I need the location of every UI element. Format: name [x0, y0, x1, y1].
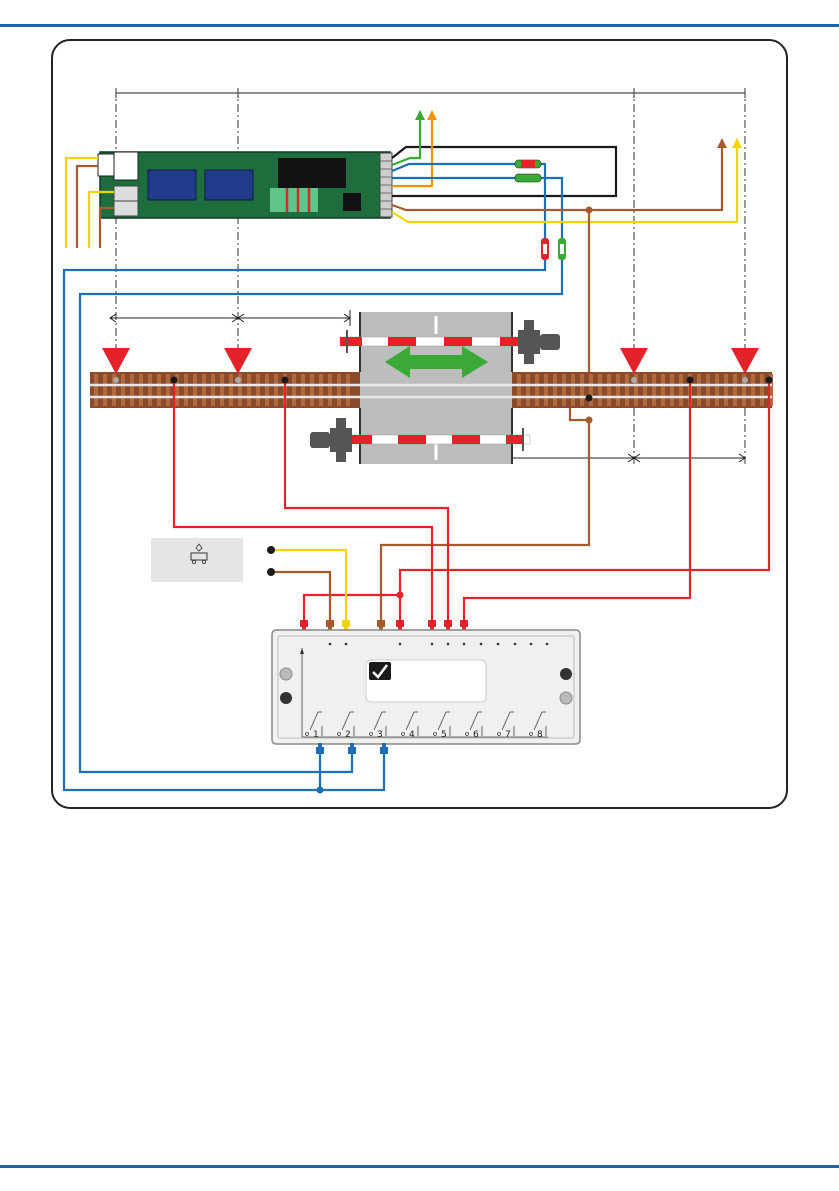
terminal-pin: [447, 643, 450, 646]
plug-pin: [350, 743, 354, 747]
plug-connector: [348, 747, 356, 754]
railway-track: [90, 372, 772, 408]
relay-output-number: 5: [441, 730, 447, 740]
relay-output-number: 1: [313, 730, 319, 740]
terminal-pin: [497, 643, 500, 646]
plug-connector: [326, 620, 334, 627]
terminal-pin: [431, 643, 434, 646]
plug-pin: [318, 743, 322, 747]
plug-connector: [428, 620, 436, 627]
terminal-pin: [345, 643, 348, 646]
plug-connector: [460, 620, 468, 627]
relay-output-number: 4: [409, 730, 415, 740]
plug-connector: [377, 620, 385, 627]
decoder-module: [98, 152, 392, 218]
plug-connector: [444, 620, 452, 627]
relay-output-number: 3: [377, 730, 383, 740]
plug-connector: [380, 747, 388, 754]
terminal-pin: [480, 643, 483, 646]
relay-output-number: 7: [505, 730, 511, 740]
terminal-pin: [546, 643, 549, 646]
plug-pin: [382, 743, 386, 747]
terminal-pin: [514, 643, 517, 646]
contact-track-symbol-icon: [151, 538, 243, 582]
relay-output-number: 8: [537, 730, 543, 740]
plug-connector: [396, 620, 404, 627]
terminal-pin: [530, 643, 533, 646]
plug-connector: [342, 620, 350, 627]
junction-dot: [586, 417, 593, 424]
terminal-pin: [399, 643, 402, 646]
junction-dot: [397, 592, 404, 599]
terminal-dot: [267, 568, 275, 576]
relay-module: 1 2 3 4 5 6 7 8: [272, 630, 580, 744]
junction-dot: [586, 207, 593, 214]
terminal-pin: [463, 643, 466, 646]
relay-output-number: 2: [345, 730, 351, 740]
plug-connector: [300, 620, 308, 627]
terminal-dot: [267, 546, 275, 554]
terminal-pin: [329, 643, 332, 646]
relay-output-number: 6: [473, 730, 479, 740]
